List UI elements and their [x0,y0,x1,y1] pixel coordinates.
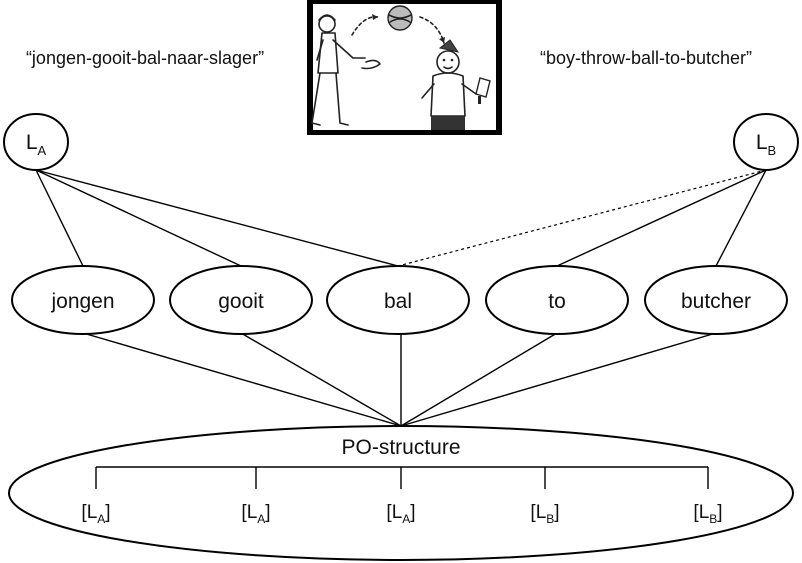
edge-gooit-po [240,332,402,427]
language-a-label: LA [26,131,47,158]
language-b-ellipse [733,113,799,171]
word-label-to: to [548,290,566,313]
po-structure-ellipse [8,425,794,561]
edge-la-jongen [35,169,84,267]
edge-la-bal [35,169,399,267]
cleaver-icon [475,77,491,104]
edge-butcher-po [400,332,717,427]
word-label-butcher: butcher [681,290,751,313]
edge-lb-butcher [715,169,767,267]
word-node-gooit: gooit [169,265,313,335]
language-a-ellipse [3,113,69,171]
dutch-sentence-quote: “jongen-gooit-bal-naar-slager” [26,48,264,68]
boy-figure-icon [311,14,381,126]
arc-arrowhead-left [372,14,378,20]
po-tag-3: [LA] [386,502,415,526]
po-tag-2: [LA] [241,502,270,526]
language-node-b: LB [733,113,799,171]
word-node-jongen: jongen [11,265,155,335]
arc-arrowhead-right [439,37,445,43]
edge-jongen-po [82,332,402,427]
edge-to-po [400,332,558,427]
po-tree-branches [95,466,709,489]
po-tag-5: [LB] [693,502,722,526]
ball-icon [387,5,413,31]
po-structure-title: PO-structure [341,436,460,459]
word-label-jongen: jongen [50,290,114,313]
language-node-a: LA [3,113,69,171]
english-sentence-quote: “boy-throw-ball-to-butcher” [540,48,752,68]
butcher-figure-icon [421,39,477,130]
edge-la-gooit [35,169,242,267]
language-b-label: LB [756,131,776,158]
edge-lb-bal-dashed [397,169,767,267]
word-node-bal: bal [326,265,470,335]
po-structure-node: PO-structure [LA] [LA] [LA] [LB] [LB] [8,425,794,561]
po-tag-1: [LA] [81,502,110,526]
word-node-butcher: butcher [644,265,788,335]
word-label-bal: bal [384,290,412,313]
word-node-to: to [485,265,629,335]
scene-picture [307,0,502,135]
edge-lb-to [556,169,767,267]
word-po-edges [82,332,717,427]
po-tag-4: [LB] [530,502,559,526]
word-label-gooit: gooit [218,290,264,313]
language-word-edges [35,169,767,267]
